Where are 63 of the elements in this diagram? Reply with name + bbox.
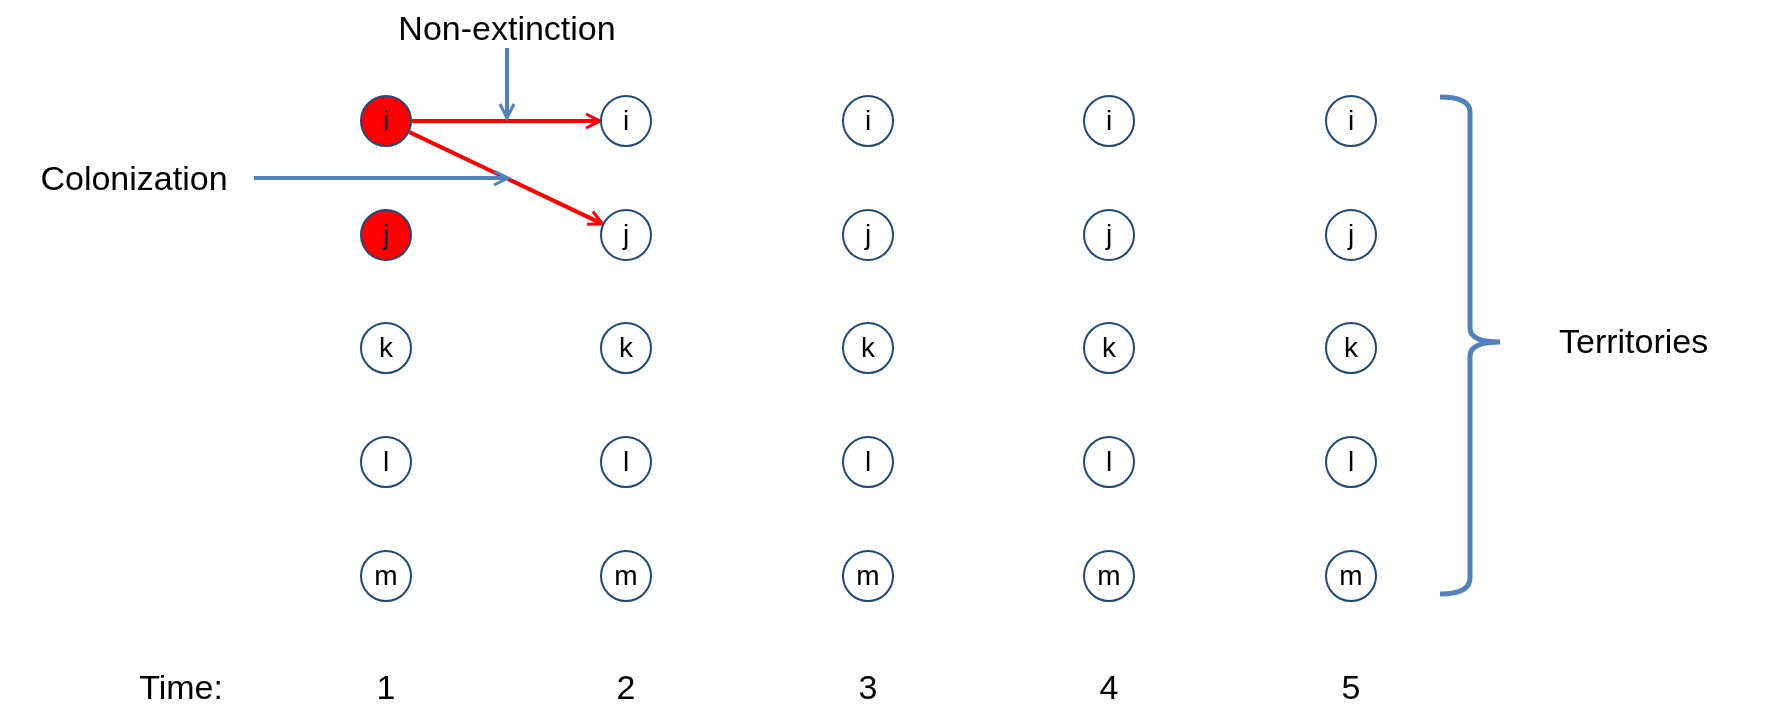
territory-circle	[1325, 436, 1377, 488]
territory-circle	[360, 95, 412, 147]
territory-circle	[600, 550, 652, 602]
territory-letter: k	[861, 332, 875, 364]
territory-letter: j	[382, 219, 390, 251]
territory-circle	[842, 550, 894, 602]
territory-letter: k	[1344, 332, 1358, 364]
territory-letter: k	[1102, 332, 1116, 364]
territory-circle	[600, 209, 652, 261]
territory-letter: l	[1105, 446, 1113, 478]
territory-letter: i	[382, 105, 390, 137]
territory-letter: i	[622, 105, 630, 137]
territory-circle	[360, 550, 412, 602]
pointer-arrow	[498, 48, 516, 120]
territory-circle	[842, 322, 894, 374]
territory-circle	[1325, 322, 1377, 374]
territory-letter: m	[1097, 560, 1121, 592]
territory-circle	[360, 436, 412, 488]
time-step-label: 3	[858, 669, 878, 705]
territory-circle	[600, 436, 652, 488]
territory-letter: m	[856, 560, 880, 592]
annotation-label: Colonization	[40, 158, 228, 198]
territory-circle	[360, 322, 412, 374]
territory-circle	[600, 322, 652, 374]
territory-letter: j	[864, 219, 872, 251]
time-step-label: 5	[1341, 669, 1361, 705]
territory-letter: k	[379, 332, 393, 364]
time-step-label: 4	[1099, 669, 1119, 705]
time-step-label: 2	[616, 669, 636, 705]
time-step-label: 1	[376, 669, 396, 705]
territory-letter: j	[1105, 219, 1113, 251]
territory-circle	[600, 95, 652, 147]
territory-letter: i	[864, 105, 872, 137]
territory-letter: i	[1347, 105, 1355, 137]
territory-circle	[1325, 209, 1377, 261]
territory-circle	[1083, 550, 1135, 602]
territory-letter: j	[1347, 219, 1355, 251]
territory-letter: m	[614, 560, 638, 592]
territory-circle	[842, 95, 894, 147]
territory-letter: k	[619, 332, 633, 364]
annotation-label: Non-extinction	[398, 8, 616, 48]
territory-letter: l	[622, 446, 630, 478]
territory-circle	[842, 436, 894, 488]
territory-letter: m	[374, 560, 398, 592]
territory-circle	[360, 209, 412, 261]
territory-letter: j	[622, 219, 630, 251]
axis-label: Time:	[139, 669, 223, 705]
pointer-arrow	[254, 169, 510, 187]
territory-circle	[1325, 550, 1377, 602]
territory-circle	[1083, 322, 1135, 374]
transition-arrow	[412, 112, 602, 130]
territory-circle	[1083, 436, 1135, 488]
territory-circle	[1083, 95, 1135, 147]
brace-label: Territories	[1559, 323, 1709, 361]
transition-arrow	[408, 130, 604, 226]
territory-letter: l	[1347, 446, 1355, 478]
territory-circle	[842, 209, 894, 261]
territory-letter: i	[1105, 105, 1113, 137]
territory-letter: l	[864, 446, 872, 478]
territory-circle	[1083, 209, 1135, 261]
territory-circle	[1325, 95, 1377, 147]
territory-letter: l	[382, 446, 390, 478]
territory-letter: m	[1339, 560, 1363, 592]
